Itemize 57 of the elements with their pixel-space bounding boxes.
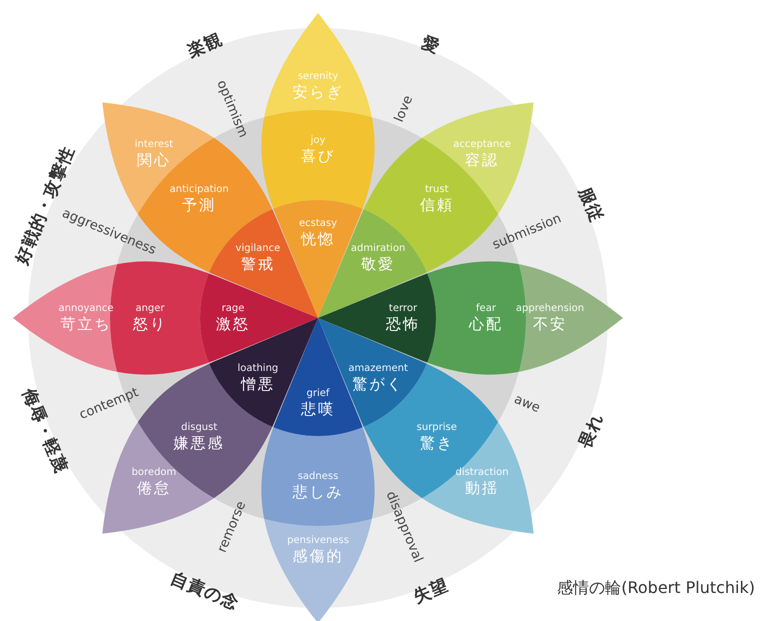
emotion-name: admiration (350, 242, 406, 255)
emotion-name: disgust (180, 422, 218, 434)
emotion-name-japanese: 不安 (532, 315, 568, 333)
emotion-name: amazement (348, 363, 408, 376)
emotion-name-japanese: 心配 (469, 315, 503, 333)
emotion-name: interest (134, 138, 174, 151)
emotion-name-japanese: 驚き (418, 434, 455, 452)
dyad-label-japanese: 侮辱・軽蔑 (18, 384, 72, 477)
caption: 感情の輪(Robert Plutchik) (557, 578, 755, 599)
emotion-name: anger (134, 303, 166, 315)
emotion-name: pensiveness (287, 535, 349, 547)
emotion-name: anticipation (170, 184, 229, 196)
emotion-name-japanese: 嫌悪感 (174, 434, 225, 452)
emotion-name: grief (306, 388, 331, 400)
emotion-name-japanese: 感傷的 (292, 547, 344, 565)
emotion-name: acceptance (453, 138, 511, 151)
emotion-name: joy (310, 135, 326, 147)
emotion-name: rage (220, 303, 246, 315)
emotion-name: loathing (238, 363, 278, 376)
emotion-name-japanese: 激怒 (216, 315, 250, 333)
dyad-label-japanese: 畏れ (574, 410, 608, 452)
emotion-name-japanese: 怒り (133, 315, 167, 333)
emotion-name-japanese: 驚がく (352, 375, 405, 394)
emotion-name-japanese: 敬愛 (360, 254, 396, 273)
emotion-name-japanese: 喜び (301, 147, 335, 165)
dyad-label-japanese: 楽観 (184, 28, 226, 63)
emotion-name: terror (388, 303, 418, 315)
emotion-name: ecstasy (298, 218, 338, 230)
emotion-name-japanese: 苛立ち (60, 315, 112, 333)
dyad-label: awe (512, 392, 542, 416)
emotion-name-japanese: 憎悪 (240, 375, 276, 394)
emotion-name-japanese: 予測 (181, 196, 218, 214)
emotion-name-japanese: 信頼 (420, 196, 454, 214)
emotion-name-japanese: 関心 (136, 150, 172, 169)
emotion-name: serenity (296, 71, 340, 83)
emotion-name: boredom (132, 467, 176, 480)
emotion-name: apprehension (516, 303, 584, 315)
emotion-name-japanese: 容認 (464, 150, 500, 169)
emotion-name: sadness (296, 471, 340, 483)
dyad-label-japanese: 愛 (418, 32, 444, 60)
emotion-name-japanese: 恐怖 (386, 315, 420, 333)
emotion-name: vigilance (236, 242, 280, 255)
emotion-name-japanese: 動揺 (464, 479, 500, 498)
emotion-name-japanese: 悲しみ (292, 483, 344, 501)
dyad-label-japanese: 自責の念 (167, 566, 243, 615)
emotion-name-japanese: 倦怠 (136, 479, 172, 498)
dyad-label-japanese: 服従 (573, 184, 608, 226)
emotion-name: fear (475, 303, 497, 315)
dyad-label-japanese: 失望 (410, 574, 452, 608)
emotion-name-japanese: 恍惚 (300, 230, 336, 248)
emotion-name: surprise (416, 422, 457, 434)
emotion-name-japanese: 悲嘆 (301, 400, 335, 418)
emotion-name-japanese: 警戒 (240, 254, 276, 273)
emotion-name: trust (424, 184, 450, 196)
emotion-name-japanese: 安らぎ (292, 83, 344, 101)
dyad-label: love (392, 94, 417, 125)
emotion-name: distraction (455, 467, 509, 480)
